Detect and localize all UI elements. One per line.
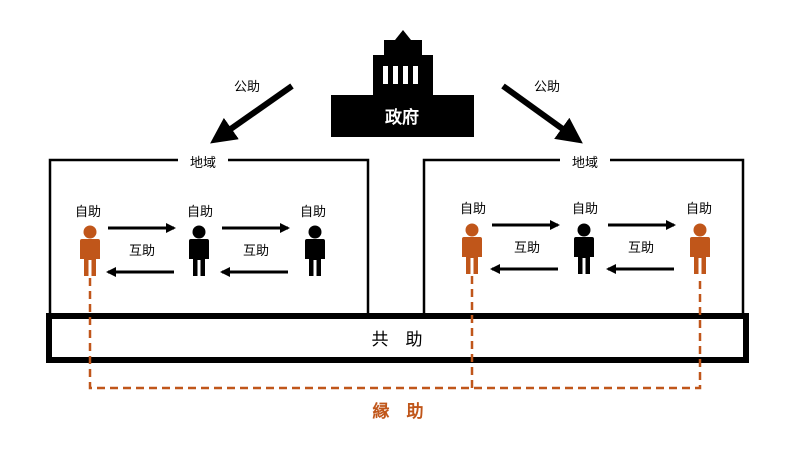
mutual-help-label: 互助	[129, 244, 155, 259]
mutual-aid-bar	[46, 313, 749, 363]
region-label-left: 地域	[190, 156, 216, 171]
self-help-label: 自助	[460, 202, 486, 217]
government-label: 政府	[385, 107, 419, 128]
region-box-left	[48, 158, 370, 315]
self-help-label: 自助	[300, 205, 326, 220]
bond-help-label: 縁 助	[373, 401, 424, 422]
self-help-label: 自助	[75, 205, 101, 220]
mutual-help-label: 互助	[628, 241, 654, 256]
public-help-arrow-right	[501, 83, 583, 144]
public-help-label-left: 公助	[234, 80, 260, 95]
person-icon-orange	[80, 225, 100, 276]
self-help-label: 自助	[572, 202, 598, 217]
region-box-right	[422, 158, 745, 315]
person-icon-orange	[462, 223, 482, 274]
public-help-arrow-left	[210, 83, 294, 144]
person-icon	[189, 225, 209, 276]
self-help-label: 自助	[187, 205, 213, 220]
public-help-label-right: 公助	[534, 80, 560, 95]
government-building-icon	[331, 30, 474, 137]
mutual-help-label: 互助	[514, 241, 540, 256]
region-label-right: 地域	[572, 156, 598, 171]
person-icon	[574, 223, 594, 274]
mutual-help-label: 互助	[243, 244, 269, 259]
mutual-aid-label: 共 助	[372, 330, 423, 350]
bond-help-connector	[88, 276, 702, 390]
person-icon	[305, 225, 325, 276]
person-icon-orange	[690, 223, 710, 274]
self-help-label: 自助	[686, 202, 712, 217]
